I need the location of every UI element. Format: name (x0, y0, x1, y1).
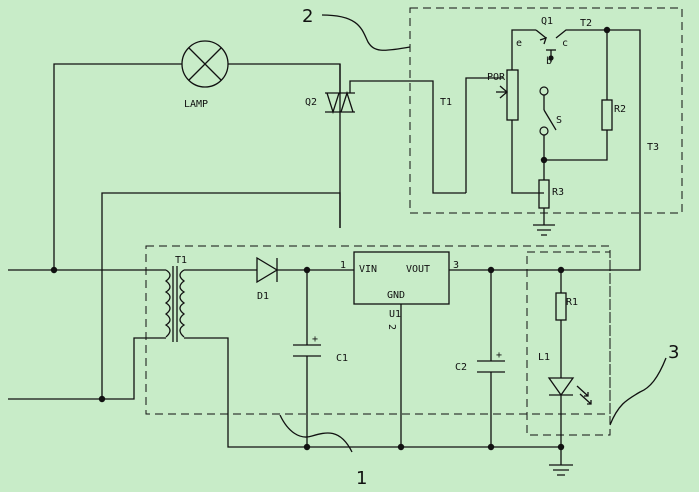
dashed-box-power-supply (145, 245, 611, 415)
triac-q2-symbol (325, 64, 355, 115)
label-pin3: 3 (453, 260, 459, 271)
callout-one: 1 (356, 468, 367, 489)
regulator-u1-symbol (353, 251, 450, 305)
dashed-box-indicator (526, 251, 611, 436)
label-b: b (546, 56, 552, 67)
resistor-r1 (555, 292, 567, 321)
dashed-boxes (145, 7, 683, 436)
callout-squiggles (279, 14, 667, 453)
capacitor-c1-symbol (293, 344, 321, 357)
resistor-symbols (538, 99, 613, 321)
label-t2: T2 (580, 18, 592, 29)
label-vin: VIN (359, 264, 377, 275)
label-c: c (562, 38, 568, 49)
label-pin2: 2 (386, 324, 397, 330)
label-c2: C2 (455, 362, 467, 373)
label-t1-transformer: T1 (175, 255, 187, 266)
transformer-t1-symbol (146, 266, 196, 342)
label-r2: R2 (614, 104, 626, 115)
label-vout: VOUT (406, 264, 430, 275)
potentiometer-por-symbol (496, 69, 519, 121)
label-t3: T3 (647, 142, 659, 153)
lamp-symbol (181, 40, 229, 88)
labels: LAMP Q2 Q1 T2 e c b POR T1 S R2 T3 R3 T1… (175, 6, 679, 489)
label-r3: R3 (552, 187, 564, 198)
label-e: e (516, 38, 522, 49)
resistor-r3 (538, 179, 550, 209)
dashed-box-control (409, 7, 683, 214)
junction-dots (50, 26, 611, 451)
callout-three: 3 (668, 342, 679, 363)
label-gnd: GND (387, 290, 405, 301)
label-plus-c1: + (312, 334, 318, 345)
diode-d1-symbol (256, 256, 279, 284)
label-t1-wire: T1 (440, 97, 452, 108)
wires (8, 29, 641, 465)
label-c1: C1 (336, 353, 348, 364)
resistor-r2 (601, 99, 613, 131)
led-l1-symbol (547, 377, 592, 405)
callout-two: 2 (302, 6, 313, 27)
label-lamp: LAMP (184, 99, 208, 110)
label-q1: Q1 (541, 16, 553, 27)
label-r1: R1 (566, 297, 578, 308)
label-pin1: 1 (340, 260, 346, 271)
label-q2: Q2 (305, 97, 317, 108)
capacitor-c2-symbol (477, 360, 505, 373)
transistor-q1-symbol (539, 36, 548, 45)
label-l1: L1 (538, 352, 550, 363)
label-plus-c2: + (496, 350, 502, 361)
switch-s-symbol (539, 86, 549, 136)
label-por: POR (487, 72, 506, 83)
ground-symbols (533, 224, 573, 476)
label-s: S (556, 115, 562, 126)
label-d1: D1 (257, 291, 269, 302)
label-u1: U1 (389, 309, 401, 320)
